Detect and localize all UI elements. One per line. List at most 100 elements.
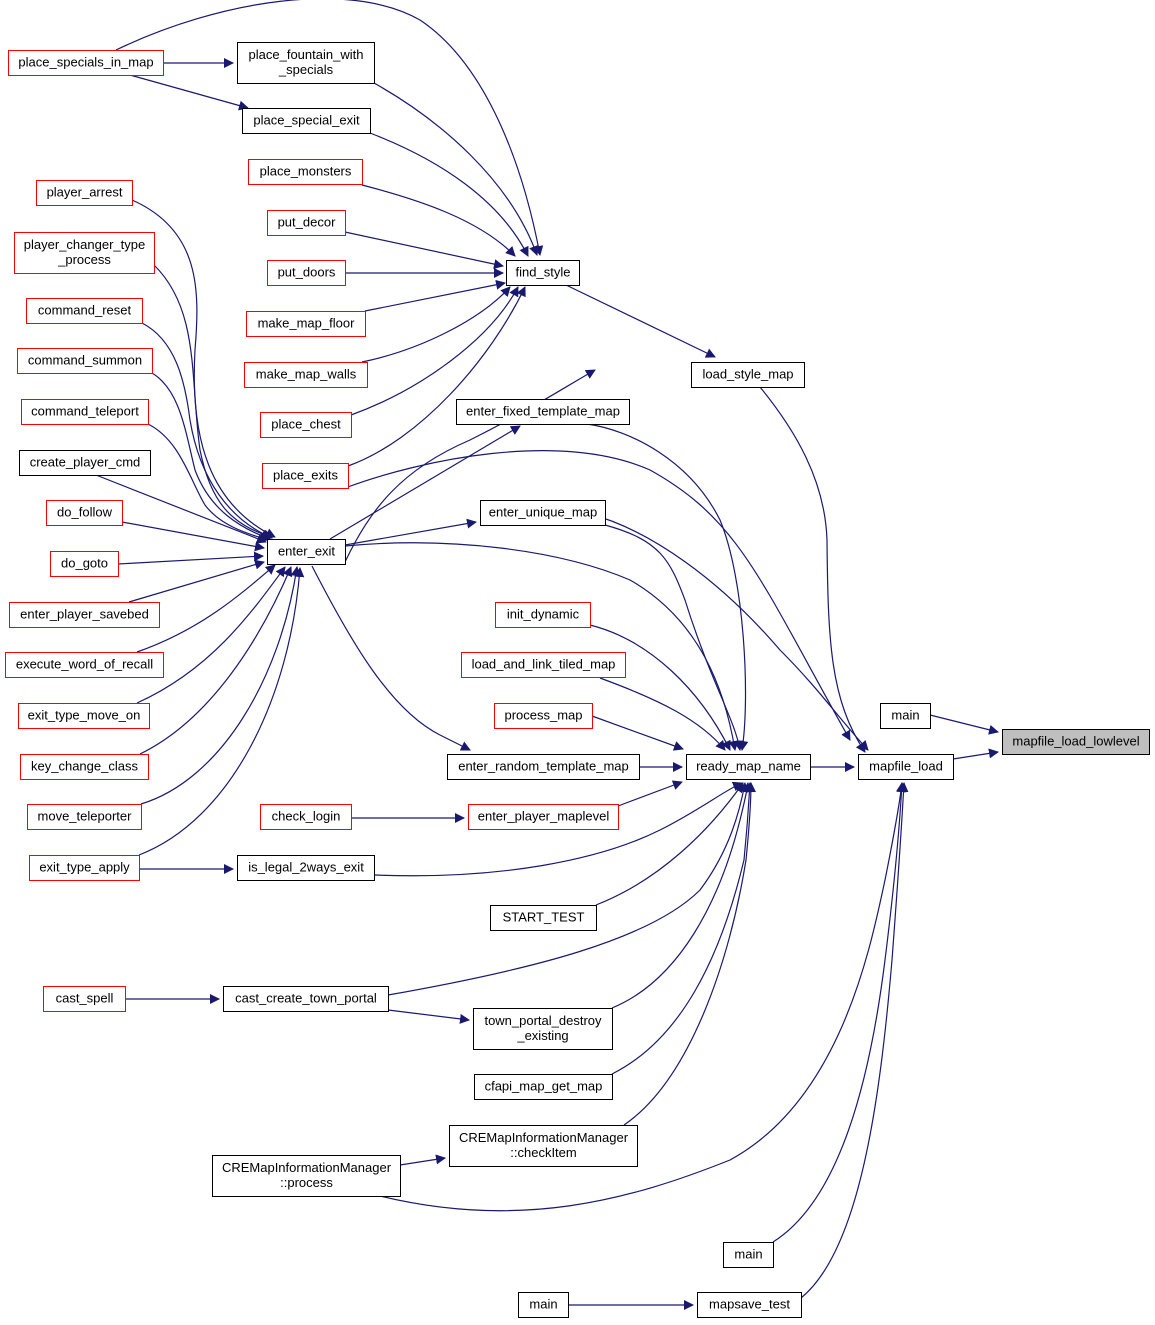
node-main-a[interactable]: main (880, 703, 931, 729)
node-enter-unique-map[interactable]: enter_unique_map (480, 500, 606, 526)
node-box (50, 551, 119, 577)
node-box (244, 362, 368, 388)
node-command-teleport[interactable]: command_teleport (21, 399, 149, 425)
node-box (20, 754, 149, 780)
node-label: mapsave_test (709, 1297, 790, 1312)
node-label: place_exits (273, 468, 339, 483)
call-edge-arrow (589, 624, 731, 751)
node-find-style[interactable]: find_style (506, 260, 580, 286)
call-edge-arrow (364, 279, 506, 312)
call-edge-arrow (387, 1009, 470, 1024)
node-place-monsters[interactable]: place_monsters (248, 159, 363, 185)
node-process-map[interactable]: process_map (494, 703, 593, 729)
node-label: key_change_class (31, 759, 138, 774)
node-label: process_map (504, 708, 582, 723)
node-enter-player-savebed[interactable]: enter_player_savebed (9, 602, 160, 628)
node-place-specials-in-map[interactable]: place_specials_in_map (8, 50, 164, 76)
call-edge-arrow (772, 782, 907, 1243)
node-exit-type-move-on[interactable]: exit_type_move_on (18, 703, 150, 729)
node-cast-spell[interactable]: cast_spell (43, 986, 126, 1012)
node-box (237, 855, 375, 881)
call-edge-arrow (121, 521, 265, 552)
node-enter-exit[interactable]: enter_exit (267, 539, 346, 565)
node-label: _specials (278, 62, 334, 77)
node-enter-player-maplevel[interactable]: enter_player_maplevel (468, 804, 619, 830)
node-mapfile-load-lowlevel[interactable]: mapfile_load_lowlevel (1002, 729, 1150, 755)
node-place-chest[interactable]: place_chest (260, 412, 352, 438)
node-label: _existing (516, 1028, 568, 1043)
node-cremapinformationmanager-checkitem[interactable]: CREMapInformationManager::checkItem (449, 1125, 638, 1167)
node-box (480, 500, 606, 526)
node-label: find_style (516, 265, 571, 280)
node-town-portal-destroy-existing[interactable]: town_portal_destroy_existing (473, 1008, 613, 1050)
node-label: player_changer_type (24, 237, 145, 252)
node-label: exit_type_apply (39, 860, 130, 875)
node-command-reset[interactable]: command_reset (26, 298, 143, 324)
node-start-test[interactable]: START_TEST (490, 905, 597, 931)
node-do-follow[interactable]: do_follow (46, 500, 123, 526)
call-edge-arrow (565, 284, 716, 358)
node-execute-word-of-recall[interactable]: execute_word_of_recall (5, 652, 164, 678)
node-put-decor[interactable]: put_decor (267, 210, 346, 236)
node-create-player-cmd[interactable]: create_player_cmd (19, 450, 151, 476)
call-edge-arrow (373, 781, 743, 877)
call-edge-arrow (311, 565, 471, 751)
node-place-fountain-with-specials[interactable]: place_fountain_with_specials (237, 42, 375, 84)
node-place-exits[interactable]: place_exits (262, 463, 349, 489)
call-edge-arrow (115, 0, 544, 256)
node-make-map-floor[interactable]: make_map_floor (246, 311, 366, 337)
node-label: command_reset (38, 303, 132, 318)
node-mapfile-load[interactable]: mapfile_load (858, 754, 954, 780)
node-label: START_TEST (503, 910, 585, 925)
node-mapsave-test[interactable]: mapsave_test (697, 1292, 802, 1318)
node-label: enter_random_template_map (458, 759, 629, 774)
node-enter-fixed-template-map[interactable]: enter_fixed_template_map (456, 399, 630, 425)
node-init-dynamic[interactable]: init_dynamic (495, 602, 591, 628)
node-box (506, 260, 580, 286)
call-edge-arrow (117, 551, 264, 565)
node-cast-create-town-portal[interactable]: cast_create_town_portal (223, 986, 389, 1012)
node-is-legal-2ways-exit[interactable]: is_legal_2ways_exit (237, 855, 375, 881)
node-player-changer-type-process[interactable]: player_changer_type_process (14, 232, 155, 274)
node-enter-random-template-map[interactable]: enter_random_template_map (447, 754, 640, 780)
node-ready-map-name[interactable]: ready_map_name (686, 754, 811, 780)
node-box (456, 399, 630, 425)
node-player-arrest[interactable]: player_arrest (36, 180, 133, 206)
node-label: place_special_exit (253, 113, 360, 128)
node-label: command_summon (28, 353, 142, 368)
node-label: CREMapInformationManager (222, 1160, 392, 1175)
node-put-doors[interactable]: put_doors (267, 260, 346, 286)
node-cfapi-map-get-map[interactable]: cfapi_map_get_map (474, 1074, 613, 1100)
node-label: _process (57, 252, 111, 267)
node-label: command_teleport (31, 404, 139, 419)
node-label: enter_exit (278, 544, 335, 559)
node-main-c[interactable]: main (518, 1292, 569, 1318)
node-move-teleporter[interactable]: move_teleporter (27, 804, 142, 830)
node-load-and-link-tiled-map[interactable]: load_and_link_tiled_map (461, 652, 626, 678)
node-main-b[interactable]: main (723, 1242, 774, 1268)
node-load-style-map[interactable]: load_style_map (691, 362, 805, 388)
call-edge-arrow (350, 286, 519, 416)
node-box (267, 539, 346, 565)
node-label: place_specials_in_map (18, 55, 153, 70)
node-exit-type-apply[interactable]: exit_type_apply (29, 855, 140, 881)
node-box (461, 652, 626, 678)
node-place-special-exit[interactable]: place_special_exit (242, 108, 371, 134)
node-label: place_monsters (260, 164, 352, 179)
node-command-summon[interactable]: command_summon (17, 348, 153, 374)
node-label: put_decor (278, 215, 336, 230)
node-make-map-walls[interactable]: make_map_walls (244, 362, 368, 388)
node-box (43, 986, 126, 1012)
call-edge-arrow (344, 369, 596, 563)
node-check-login[interactable]: check_login (260, 804, 352, 830)
node-label: mapfile_load (869, 759, 943, 774)
call-edge-arrow (140, 566, 301, 805)
node-cremapinformationmanager-process[interactable]: CREMapInformationManager::process (212, 1155, 401, 1197)
call-edge-arrow (591, 715, 684, 751)
node-label: enter_player_savebed (20, 607, 149, 622)
node-key-change-class[interactable]: key_change_class (20, 754, 149, 780)
node-do-goto[interactable]: do_goto (50, 551, 119, 577)
node-box (494, 703, 593, 729)
node-label: ::checkItem (510, 1145, 576, 1160)
node-label: do_goto (61, 556, 108, 571)
